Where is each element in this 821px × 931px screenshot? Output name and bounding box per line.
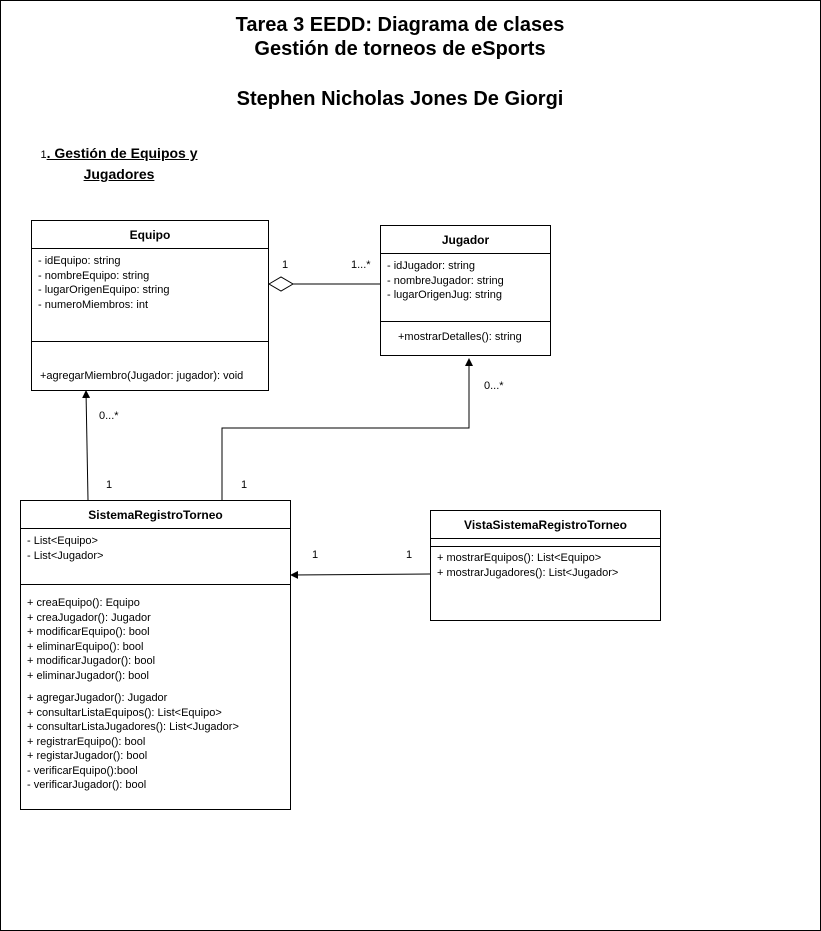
class-sistema-name: SistemaRegistroTorneo [21,501,290,529]
operation: + registarJugador(): bool [27,750,148,762]
class-jugador[interactable]: Jugador - idJugador: string - nombreJuga… [380,225,551,356]
operation: + registrarEquipo(): bool [27,735,146,748]
operation: + eliminarEquipo(): bool [27,640,144,653]
operation: +agregarMiembro(Jugador: jugador): void [40,370,244,382]
operation: + modificarEquipo(): bool [27,626,150,638]
diagram-title: Tarea 3 EEDD: Diagrama de clases [235,14,565,36]
section-label: . Gestión de Equipos y Jugadores [46,145,198,182]
class-equipo-name: Equipo [32,221,268,249]
multiplicity-label: 1 [282,259,289,271]
class-vista-attributes [431,539,660,547]
class-jugador-attributes: - idJugador: string - nombreJugador: str… [381,254,550,322]
attribute: - numeroMiembros: int [38,298,149,311]
multiplicity-label: 1...* [351,259,371,271]
multiplicity-label: 1 [241,479,248,491]
operation-gap [27,683,284,691]
operation: + modificarJugador(): bool [27,655,156,667]
vista-to-sistema-arrow [290,570,431,579]
class-sistema-operations: + creaEquipo(): Equipo + creaJugador(): … [21,585,290,798]
multiplicity-label: 0...* [99,410,119,422]
multiplicity-label: 1 [106,479,113,491]
attribute: - lugarOrigenJug: string [387,289,502,301]
multiplicity-label: 1 [406,549,413,561]
class-jugador-operations: +mostrarDetalles(): string [381,322,550,350]
operation: - verificarJugador(): bool [27,779,147,791]
sistema-to-jugador-arrow [221,358,473,500]
class-jugador-name: Jugador [381,226,550,254]
operation: +mostrarDetalles(): string [398,331,522,343]
operation: + mostrarEquipos(): List<Equipo> [437,552,602,564]
class-sistema-attributes: - List<Equipo> - List<Jugador> [21,529,290,585]
multiplicity-label: 0...* [484,380,504,392]
multiplicity-label: 1 [312,549,319,561]
operation: + mostrarJugadores(): List<Jugador> [437,566,619,579]
sistema-to-equipo-arrow [82,390,91,501]
class-sistema-registro-torneo[interactable]: SistemaRegistroTorneo - List<Equipo> - L… [20,500,291,810]
diagram-subtitle: Gestión de torneos de eSports [254,38,546,60]
author-name: Stephen Nicholas Jones De Giorgi [236,88,564,110]
class-vista-operations: + mostrarEquipos(): List<Equipo> + mostr… [431,547,660,585]
aggregation-diamond [268,276,294,292]
class-equipo-attributes: - idEquipo: string - nombreEquipo: strin… [32,249,268,342]
attribute: - nombreJugador: string [387,274,504,287]
attribute: - List<Jugador> [27,549,104,562]
attribute: - List<Equipo> [27,535,98,547]
operation: + creaJugador(): Jugador [27,611,151,624]
class-vista-sistema-registro-torneo[interactable]: VistaSistemaRegistroTorneo + mostrarEqui… [430,510,661,621]
class-equipo-operations: +agregarMiembro(Jugador: jugador): void [32,342,268,389]
operation: + agregarJugador(): Jugador [27,692,168,704]
class-vista-name: VistaSistemaRegistroTorneo [431,511,660,539]
section-heading: 1. Gestión de Equipos y Jugadores [24,144,214,184]
operation: - verificarEquipo():bool [27,764,138,777]
attribute: - idJugador: string [387,260,476,272]
attribute: - idEquipo: string [38,255,121,267]
attribute: - lugarOrigenEquipo: string [38,284,170,296]
operation: + eliminarJugador(): bool [27,669,149,682]
operation: + creaEquipo(): Equipo [27,597,140,609]
section-number: 1 [40,149,47,161]
attribute: - nombreEquipo: string [38,269,150,282]
operation: + consultarListaEquipos(): List<Equipo> [27,706,222,719]
class-equipo[interactable]: Equipo - idEquipo: string - nombreEquipo… [31,220,269,391]
operation: + consultarListaJugadores(): List<Jugado… [27,721,239,733]
